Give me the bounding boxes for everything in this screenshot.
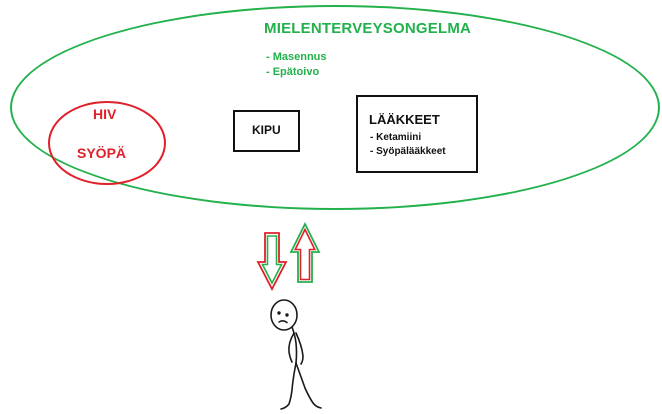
disease-label-hiv: HIV bbox=[93, 106, 117, 122]
mental-health-item: - Masennus bbox=[266, 51, 327, 63]
medication-title: LÄÄKKEET bbox=[369, 112, 440, 127]
pain-label: KIPU bbox=[252, 123, 281, 137]
mental-health-item: - Epätoivo bbox=[266, 66, 320, 78]
medication-item: - Ketamiini bbox=[370, 132, 422, 143]
mental-health-list: - Masennus - Epätoivo bbox=[266, 50, 327, 80]
up-arrow-icon bbox=[289, 221, 321, 283]
down-arrow-icon bbox=[256, 232, 288, 291]
mental-health-ellipse bbox=[10, 5, 660, 210]
medication-box bbox=[356, 95, 478, 173]
mental-health-title: MIELENTERVEYSONGELMA bbox=[264, 20, 472, 37]
diseases-ellipse bbox=[48, 101, 166, 185]
disease-label-cancer: SYÖPÄ bbox=[77, 145, 127, 161]
medication-list: - Ketamiini - Syöpälääkkeet bbox=[370, 131, 446, 159]
pain-box bbox=[233, 110, 300, 152]
medication-item: - Syöpälääkkeet bbox=[370, 146, 446, 157]
